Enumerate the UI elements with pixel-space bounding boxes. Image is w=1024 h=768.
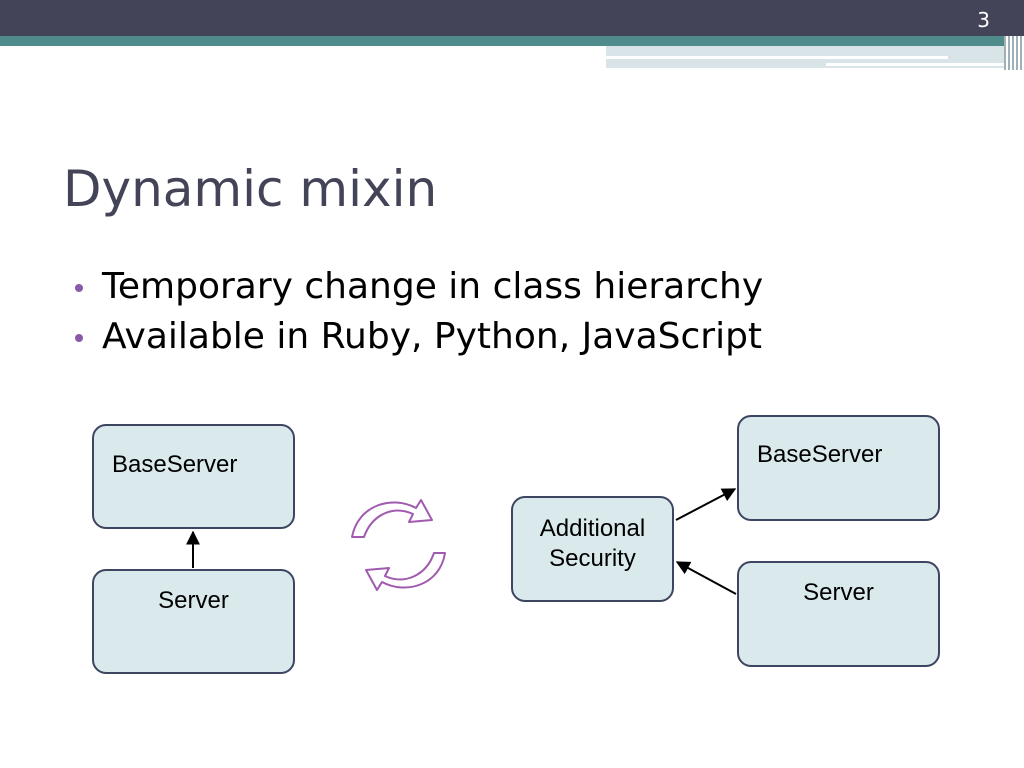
- left-baseserver-box: BaseServer: [92, 424, 295, 529]
- cycle-arrows-icon: [351, 499, 446, 591]
- box-label: Server: [803, 579, 874, 606]
- right-baseserver-box: BaseServer: [737, 415, 940, 521]
- box-label: BaseServer: [112, 451, 238, 478]
- bullet-list: Temporary change in class hierarchy Avai…: [72, 262, 763, 362]
- header-teal-band: [0, 36, 1004, 46]
- right-server-box: Server: [737, 561, 940, 667]
- header-decor-line: [826, 63, 1004, 66]
- header-dark-band: [0, 0, 1024, 36]
- header-decor-line: [606, 56, 948, 59]
- server-to-mixin-arrow: [675, 561, 737, 595]
- header-decor-stripes: [1004, 36, 1024, 70]
- bullet-item: Temporary change in class hierarchy: [72, 262, 763, 312]
- box-label: BaseServer: [757, 441, 883, 468]
- additional-security-box: Additional Security: [511, 496, 674, 602]
- box-label: Additional Security: [539, 515, 646, 572]
- slide-title: Dynamic mixin: [63, 160, 438, 218]
- slide-number: 3: [977, 8, 990, 32]
- bullet-item: Available in Ruby, Python, JavaScript: [72, 312, 763, 362]
- mixin-to-baseserver-arrow: [675, 488, 737, 521]
- box-label: Server: [158, 587, 229, 614]
- left-server-box: Server: [92, 569, 295, 674]
